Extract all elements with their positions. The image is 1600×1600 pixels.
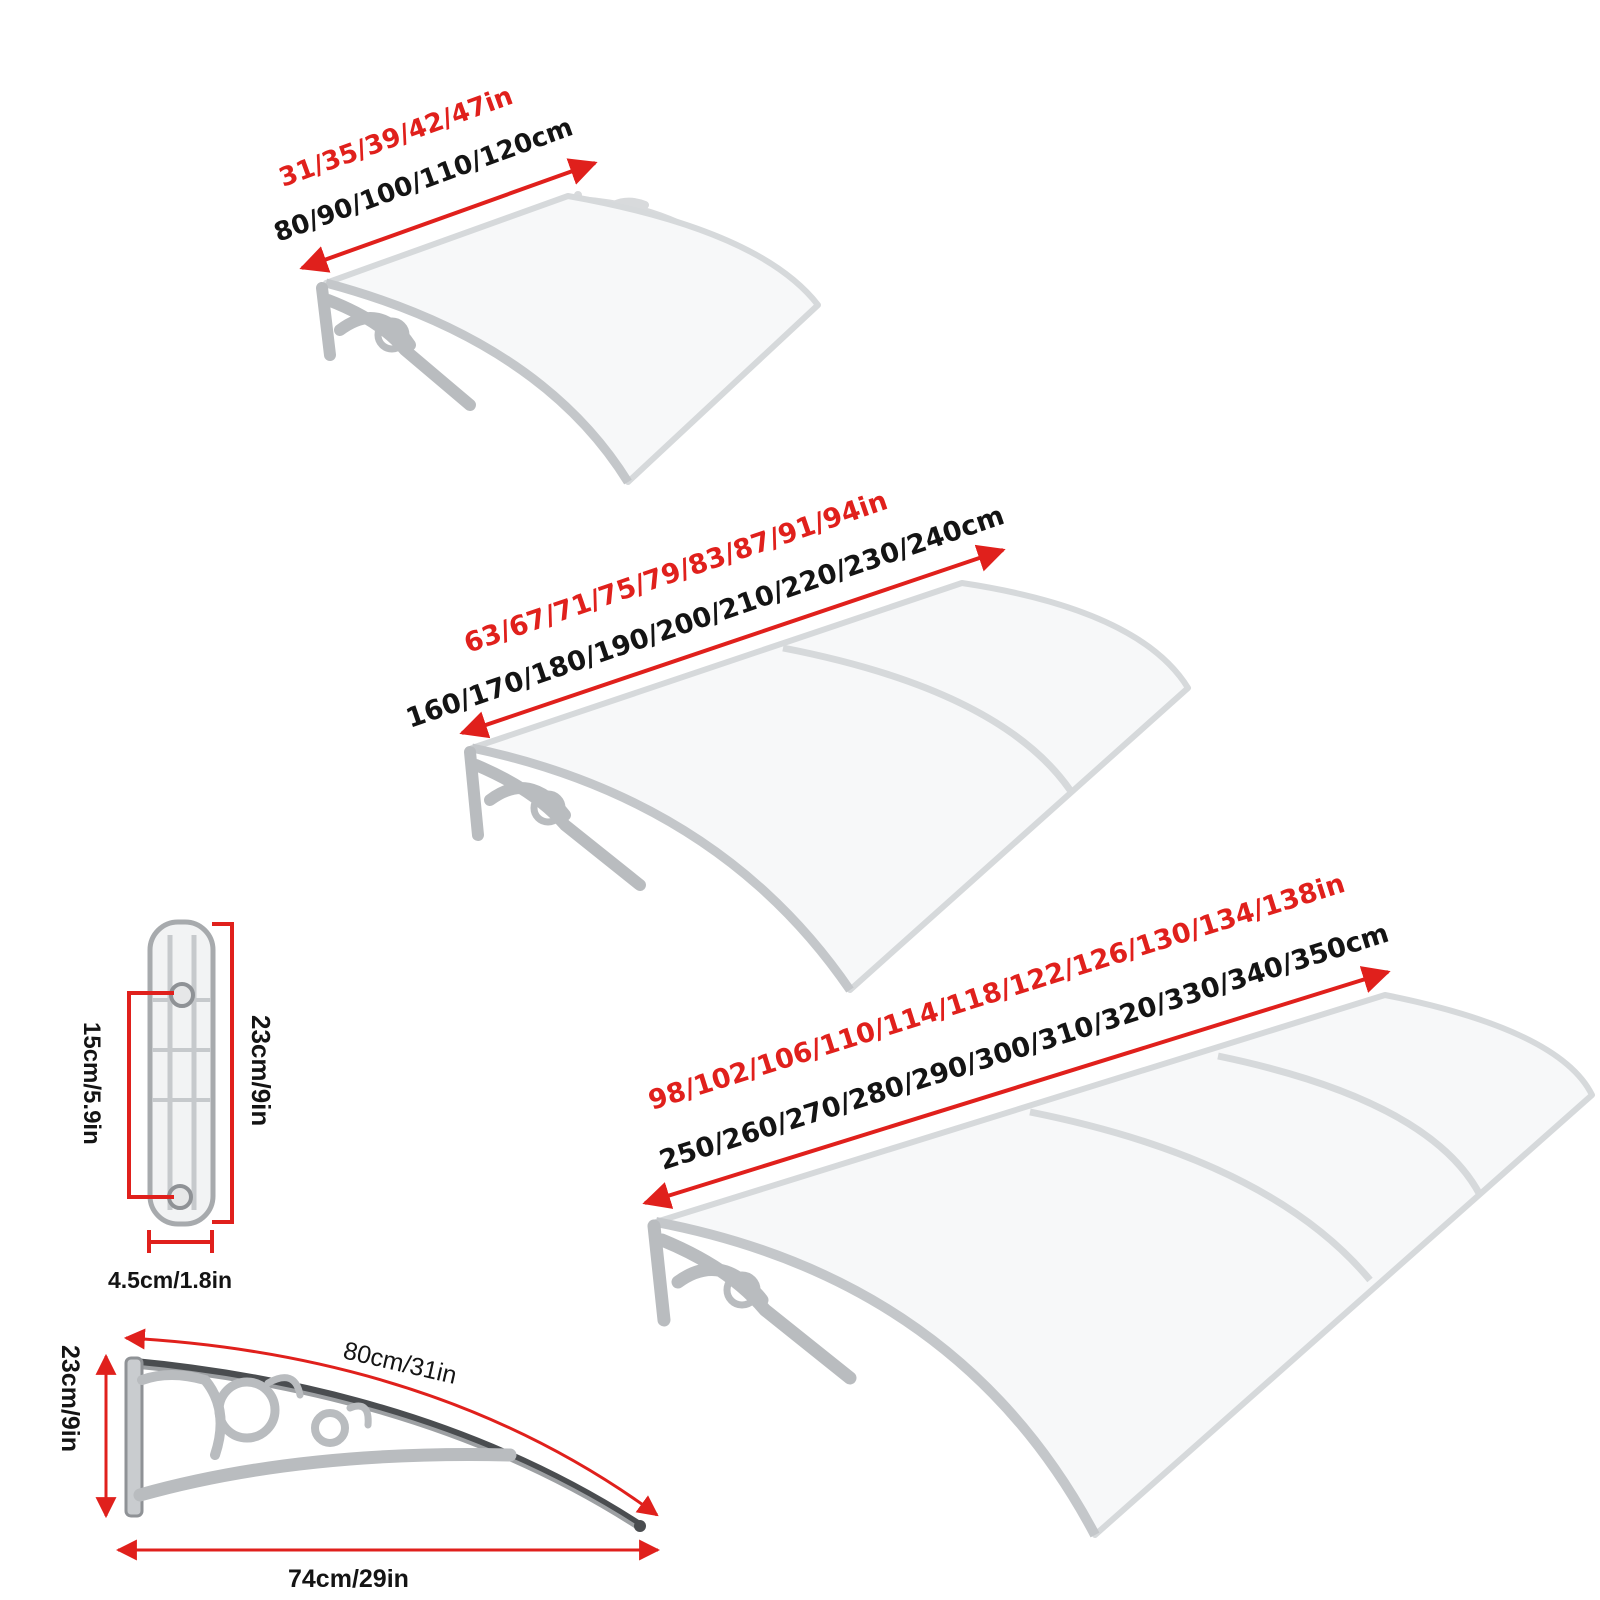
bracket-scroll: [530, 790, 566, 826]
bracket-scroll: [723, 1271, 761, 1309]
front-edge: [324, 278, 632, 485]
bracket-scroll: [374, 317, 410, 353]
width-arrow: [299, 158, 598, 273]
arm-large-scroll: [214, 1377, 280, 1443]
front-edge: [655, 1217, 1100, 1538]
arm-height-label: 23cm/9in: [56, 1345, 84, 1452]
bracket-base-plate: [147, 919, 216, 1227]
arm-small-scroll: [311, 1409, 349, 1447]
width-arrow: [642, 966, 1391, 1209]
arm-upper-brace: [137, 1370, 226, 1460]
arm-end-cap: [634, 1520, 646, 1532]
arm-depth-label: 74cm/29in: [288, 1565, 409, 1593]
arc-length-label: 80cm/31in: [341, 1337, 460, 1390]
front-bracket: [464, 746, 646, 891]
awning-large: 98/102/106/110/114/118/122/126/130/134/1…: [642, 868, 1595, 1538]
awning-medium: 63/67/71/75/79/83/87/91/94in 160/170/180…: [402, 485, 1191, 993]
bracket-arm-diagram: 80cm/31in 23cm/9in 74cm/29in: [56, 1328, 661, 1593]
bracket-base-diagram: 15cm/5.9in 23cm/9in 4.5cm/1.8in: [78, 919, 276, 1293]
arc-length-dimension: [123, 1328, 659, 1517]
height-label: 23cm/9in: [246, 1015, 276, 1126]
awning-small: 31/35/39/42/47in 80/90/100/110/120cm: [270, 81, 821, 485]
width-label: 4.5cm/1.8in: [108, 1267, 232, 1293]
height-dimension: [212, 922, 234, 1224]
arm-diagonal-strut: [133, 1448, 517, 1502]
upper-mount-hole: [169, 982, 195, 1008]
width-arrow: [459, 544, 1006, 739]
front-bracket: [647, 1219, 857, 1385]
hole-spacing-label: 15cm/5.9in: [78, 1022, 105, 1145]
front-edge: [471, 743, 854, 993]
arm-top-rail-inner: [129, 1364, 640, 1530]
width-dimension: [147, 1230, 214, 1253]
hole-spacing-dimension: [127, 991, 174, 1199]
